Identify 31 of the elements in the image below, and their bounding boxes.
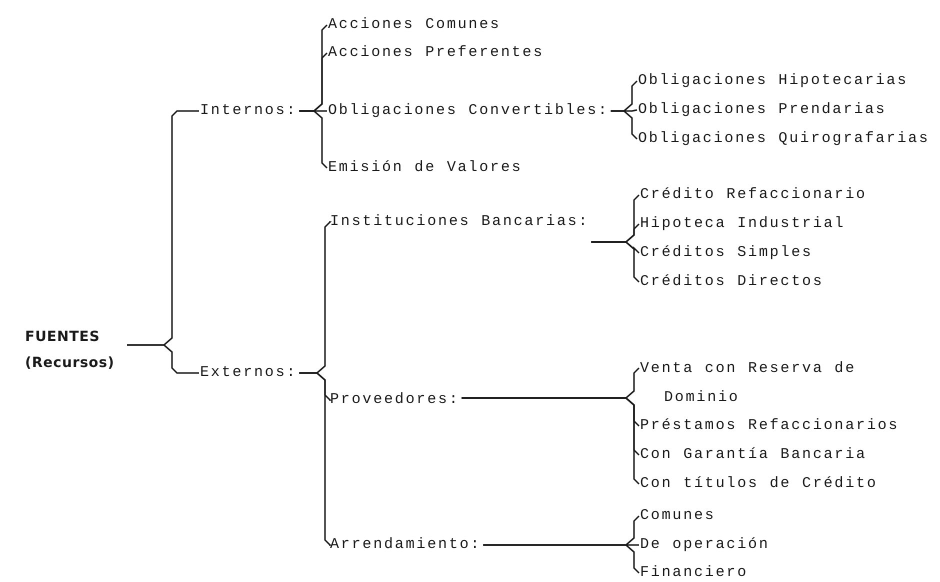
category-label: Comunes [640,507,716,525]
root-label: FUENTES (Recursos) [25,324,125,376]
category-label: Crédito Refaccionario [640,186,867,204]
category-label: Internos: [200,102,298,120]
category-label: Créditos Simples [640,244,813,262]
category-label: Obligaciones Prendarias [638,101,886,119]
category-label: Acciones Comunes [328,16,501,34]
category-label: Obligaciones Convertibles: [328,102,609,120]
category-label: Obligaciones Hipotecarias [638,72,908,90]
category-label: Obligaciones Quirografarias [638,130,930,148]
brace-connector [483,544,640,574]
category-label: Créditos Directos [640,273,824,291]
brace-connector [462,397,640,485]
brace-connector [299,110,328,169]
brace-connector [610,110,638,140]
category-label: Con títulos de Crédito [640,475,878,493]
category-label: Proveedores: [330,391,460,409]
category-label: Hipoteca Industrial [640,215,846,233]
brace-connector [127,344,199,374]
category-label: Emisión de Valores [328,159,522,177]
brace-connector [299,372,332,546]
category-label: Instituciones Bancarias: [330,213,590,231]
category-label: Arrendamiento: [330,536,482,554]
category-label: Con Garantía Bancaria [640,446,867,464]
category-label: De operación [640,536,770,554]
category-label: Financiero [640,564,748,582]
category-label: Préstamos Refaccionarios [640,417,900,435]
category-label: Acciones Preferentes [328,44,544,62]
category-label: Venta con Reserva de Dominio [640,354,914,412]
brace-connector [591,241,640,283]
category-label: Externos: [200,364,298,382]
